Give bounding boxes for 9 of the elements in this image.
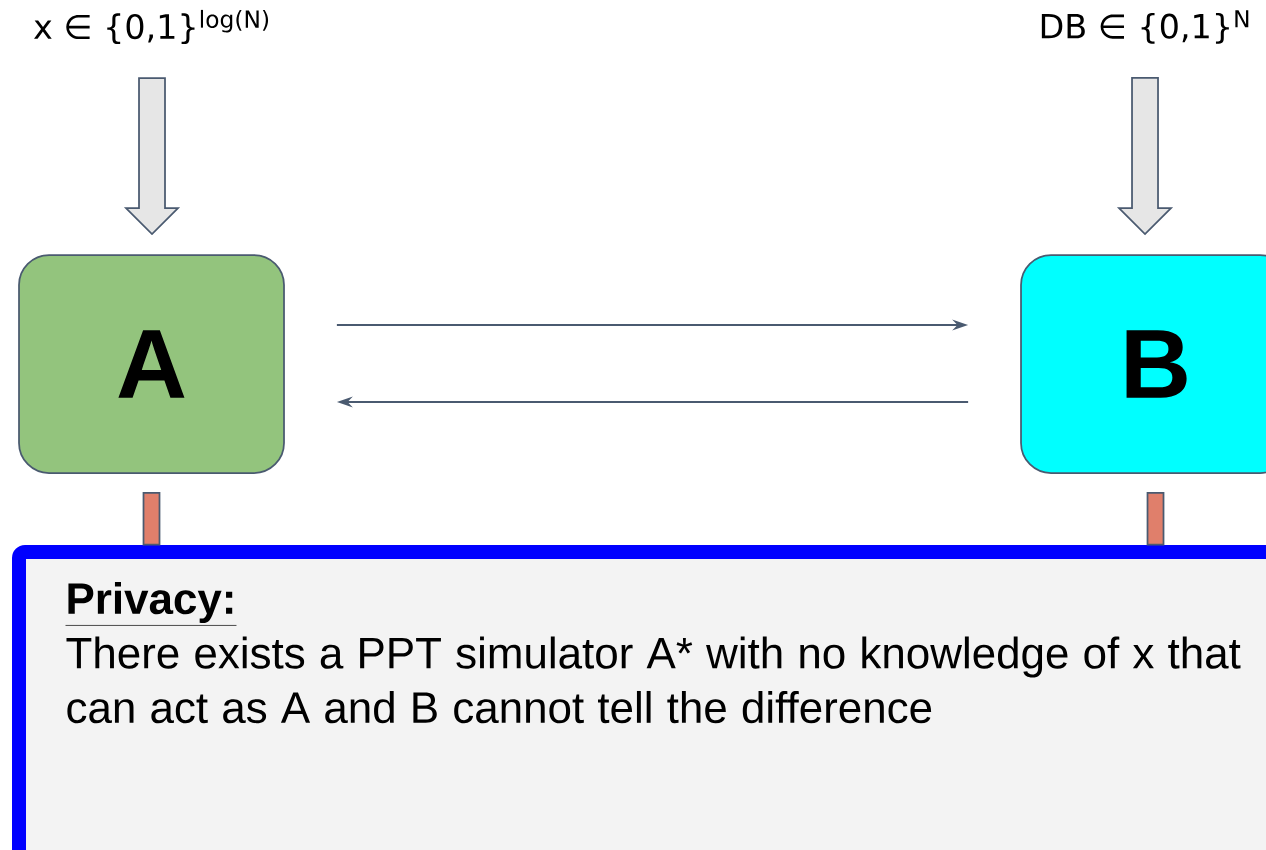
party-box: A [18,254,285,474]
input-label: x ∈ {0,1}$^{log(N)}$ [34,9,269,45]
block-arrow [1116,77,1174,236]
connector-bar [1146,492,1165,546]
input-label: DB ∈ {0,1}$^{N}$ [1041,10,1249,44]
connector-bar [142,492,161,546]
block-arrow [123,77,181,236]
definition-box: Privacy: There exists a PPT simulator A* with no knowledge of x that can act as A and B cannot tell the difference [12,545,1266,850]
party-box: B [1020,254,1266,474]
